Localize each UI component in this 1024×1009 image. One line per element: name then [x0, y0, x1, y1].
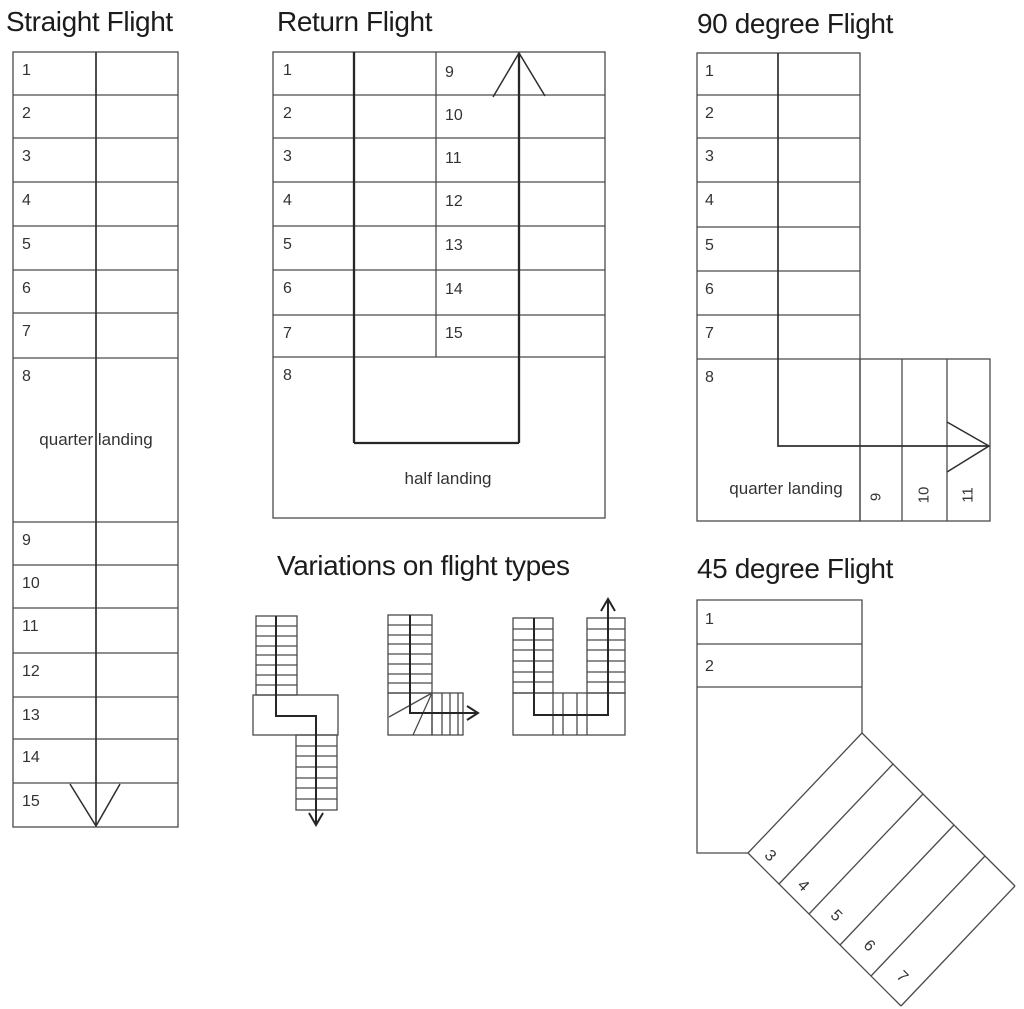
step-label: 2	[705, 105, 714, 122]
step-label: 2	[283, 105, 292, 122]
step-label: 15	[445, 325, 463, 342]
return-flight-title: Return Flight	[277, 6, 433, 37]
arrow-up-icon	[600, 597, 616, 612]
step-label: 14	[445, 281, 463, 298]
step-label: 14	[22, 749, 40, 766]
flight-outline	[272, 51, 606, 519]
variation-dogleg-diagram	[252, 615, 339, 827]
step-label: 1	[705, 63, 714, 80]
step-label: 13	[22, 707, 40, 724]
ninety-degree-flight-title: 90 degree Flight	[697, 8, 893, 39]
step-label: 2	[22, 105, 31, 122]
step-label: 7	[283, 325, 292, 342]
step-label: 12	[22, 663, 40, 680]
step-label: 8	[22, 368, 31, 385]
ninety-degree-flight-diagram: 1 2 3 4 5 6 7 8 9 10 11 quarter landing	[696, 52, 991, 522]
step-label: 12	[445, 193, 463, 210]
step-label: 9	[445, 64, 454, 81]
flow-arrow-line	[409, 615, 477, 714]
variation-l-winder-diagram	[387, 614, 480, 736]
step-label: 7	[893, 968, 911, 986]
step-label: 2	[705, 658, 714, 675]
step-label: 8	[705, 369, 714, 386]
arrow-down-icon	[69, 783, 121, 828]
step-label: 11	[22, 618, 39, 635]
step-label: 1	[705, 611, 714, 628]
step-label: 13	[445, 237, 463, 254]
step-label: 6	[22, 280, 31, 297]
arrow-down-icon	[308, 812, 324, 827]
landing-label: half landing	[405, 469, 492, 488]
step-label: 1	[283, 62, 292, 79]
fortyfive-degree-flight-diagram: 1 2 3 4 5 6 7	[696, 599, 1016, 1007]
step-label: 10	[445, 107, 463, 124]
step-label: 3	[705, 148, 714, 165]
step-label: 5	[22, 236, 31, 253]
step-label: 5	[283, 236, 292, 253]
landing-label: quarter landing	[729, 479, 842, 498]
flight-outline	[696, 599, 863, 854]
flow-arrow-line	[533, 601, 609, 716]
straight-flight-title: Straight Flight	[6, 6, 173, 37]
straight-flight-diagram: 1 2 3 4 5 6 7 8 9 10 11 12 13 14 15 quar…	[12, 51, 179, 828]
step-label: 1	[22, 62, 31, 79]
step-label: 15	[22, 793, 40, 810]
step-label: 4	[283, 192, 292, 209]
step-line	[900, 885, 1016, 1007]
landing-label: quarter landing	[39, 430, 152, 449]
diagonal-flight-edge	[861, 732, 1016, 887]
step-label: 11	[445, 150, 462, 167]
step-label: 10	[916, 487, 933, 504]
step-label: 6	[705, 281, 714, 298]
step-label: 5	[827, 907, 845, 925]
step-label: 10	[22, 575, 40, 592]
flow-arrow-line	[275, 616, 317, 823]
landing-outline	[512, 692, 626, 736]
fortyfive-degree-flight-title: 45 degree Flight	[697, 553, 893, 584]
step-line	[870, 855, 986, 977]
step-label: 3	[22, 148, 31, 165]
step-label: 3	[283, 148, 292, 165]
step-label: 4	[705, 192, 714, 209]
step-label: 9	[22, 532, 31, 549]
step-label: 4	[794, 877, 812, 895]
return-flight-diagram: 1 2 3 4 5 6 7 8 9 10 11 12 13 14 15 half…	[272, 51, 606, 519]
step-label: 4	[22, 192, 31, 209]
step-line	[839, 824, 955, 946]
step-line	[778, 763, 894, 885]
step-label: 3	[761, 847, 779, 865]
variation-u-turn-diagram	[512, 597, 626, 736]
side-flight-outline	[859, 358, 991, 522]
flow-arrow-line	[777, 53, 989, 447]
step-label: 8	[283, 367, 292, 384]
arrow-right-icon	[466, 705, 480, 721]
step-label: 6	[283, 280, 292, 297]
arrow-right-icon	[946, 421, 991, 473]
step-label: 5	[705, 237, 714, 254]
step-label: 11	[960, 487, 977, 503]
step-label: 9	[868, 493, 885, 501]
step-label: 7	[705, 325, 714, 342]
step-line	[808, 793, 924, 915]
variations-title: Variations on flight types	[277, 550, 570, 581]
step-label: 6	[860, 937, 878, 955]
variations-diagrams	[252, 597, 626, 827]
diagonal-flight-edge	[747, 852, 902, 1007]
step-label: 7	[22, 323, 31, 340]
arrow-up-icon	[492, 51, 546, 98]
